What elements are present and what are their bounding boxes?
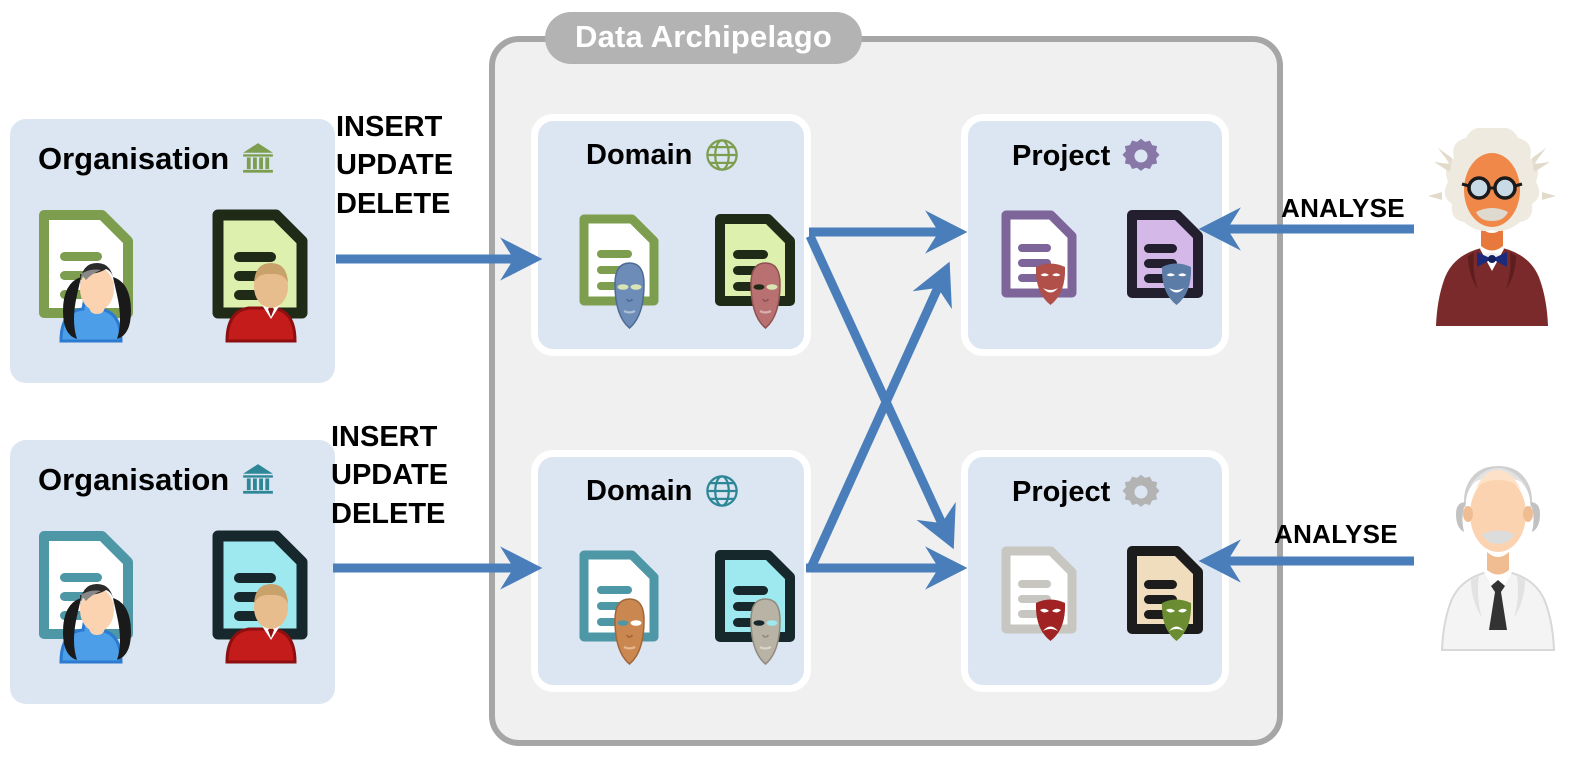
project-1-label: Project — [1012, 139, 1111, 172]
write-operations-label-1: INSERT UPDATE DELETE — [336, 111, 454, 220]
einstein-scientist-avatar[interactable] — [1418, 128, 1566, 328]
bow-tie — [1477, 252, 1507, 267]
face — [1464, 144, 1520, 227]
data-archipelago-title: Data Archipelago — [545, 12, 862, 64]
document-icon — [1127, 546, 1203, 634]
document-mask-unit[interactable] — [574, 549, 682, 680]
face — [1463, 470, 1533, 552]
jacket — [1436, 240, 1548, 326]
neutral-mask — [614, 598, 645, 665]
document-mask-unit[interactable] — [1122, 209, 1226, 336]
man-avatar — [225, 584, 297, 664]
doctor-scientist-avatar[interactable] — [1424, 452, 1572, 652]
tragedy-mask — [1035, 599, 1066, 641]
project-card-1[interactable]: Project — [961, 114, 1229, 356]
document-mask-unit[interactable] — [1122, 545, 1226, 672]
domain-1-title: Domain — [586, 137, 740, 173]
tragedy-mask — [1161, 599, 1192, 641]
organisation-2-title: Organisation — [38, 462, 275, 496]
document-person-unit[interactable] — [206, 207, 336, 362]
document-mask-unit[interactable] — [996, 545, 1100, 672]
domain-1-label: Domain — [586, 138, 693, 171]
gear-icon — [1122, 474, 1160, 507]
document-mask-unit[interactable] — [996, 209, 1100, 336]
comedy-mask — [1035, 263, 1066, 305]
woman-avatar — [59, 584, 131, 664]
neutral-mask — [750, 262, 781, 329]
domain-card-1[interactable]: Domain — [531, 114, 811, 356]
bank-icon — [243, 143, 274, 173]
document-mask-unit[interactable] — [574, 213, 682, 344]
neck — [1481, 228, 1503, 251]
woman-avatar — [59, 263, 131, 343]
organisation-card-2[interactable]: Organisation — [10, 440, 335, 704]
bank-icon — [243, 464, 274, 494]
mustache — [1476, 208, 1508, 221]
organisation-2-entities — [32, 528, 336, 683]
project-2-label: Project — [1012, 475, 1111, 508]
domain-2-label: Domain — [586, 474, 693, 507]
man-avatar — [225, 263, 297, 343]
domain-2-title: Domain — [586, 473, 740, 509]
comedy-mask — [1161, 263, 1192, 305]
mustache — [1482, 530, 1514, 544]
gear-icon — [1122, 138, 1160, 171]
write-operations-label-2: INSERT UPDATE DELETE — [331, 421, 449, 530]
analyse-label-2: ANALYSE — [1274, 519, 1398, 549]
document-person-unit[interactable] — [206, 528, 336, 683]
document-person-unit[interactable] — [32, 528, 162, 683]
organisation-1-title: Organisation — [38, 141, 275, 175]
document-mask-unit[interactable] — [710, 549, 818, 680]
neck — [1487, 552, 1509, 575]
domain-1-entities — [574, 213, 818, 344]
organisation-card-1[interactable]: Organisation — [10, 119, 335, 383]
organisation-2-label: Organisation — [38, 461, 230, 497]
organisation-1-entities — [32, 207, 336, 362]
project-2-title: Project — [1012, 473, 1160, 511]
project-card-2[interactable]: Project — [961, 450, 1229, 692]
document-person-unit[interactable] — [32, 207, 162, 362]
globe-icon — [706, 475, 739, 507]
neutral-mask — [614, 262, 645, 329]
domain-2-entities — [574, 549, 818, 680]
tie — [1489, 580, 1507, 630]
globe-icon — [706, 139, 739, 171]
organisation-1-label: Organisation — [38, 140, 230, 176]
neutral-mask — [750, 598, 781, 665]
domain-card-2[interactable]: Domain — [531, 450, 811, 692]
project-1-title: Project — [1012, 137, 1160, 175]
analyse-label-1: ANALYSE — [1281, 193, 1405, 223]
project-1-entities — [996, 209, 1226, 336]
project-2-entities — [996, 545, 1226, 672]
glasses — [1461, 176, 1523, 200]
document-mask-unit[interactable] — [710, 213, 818, 344]
